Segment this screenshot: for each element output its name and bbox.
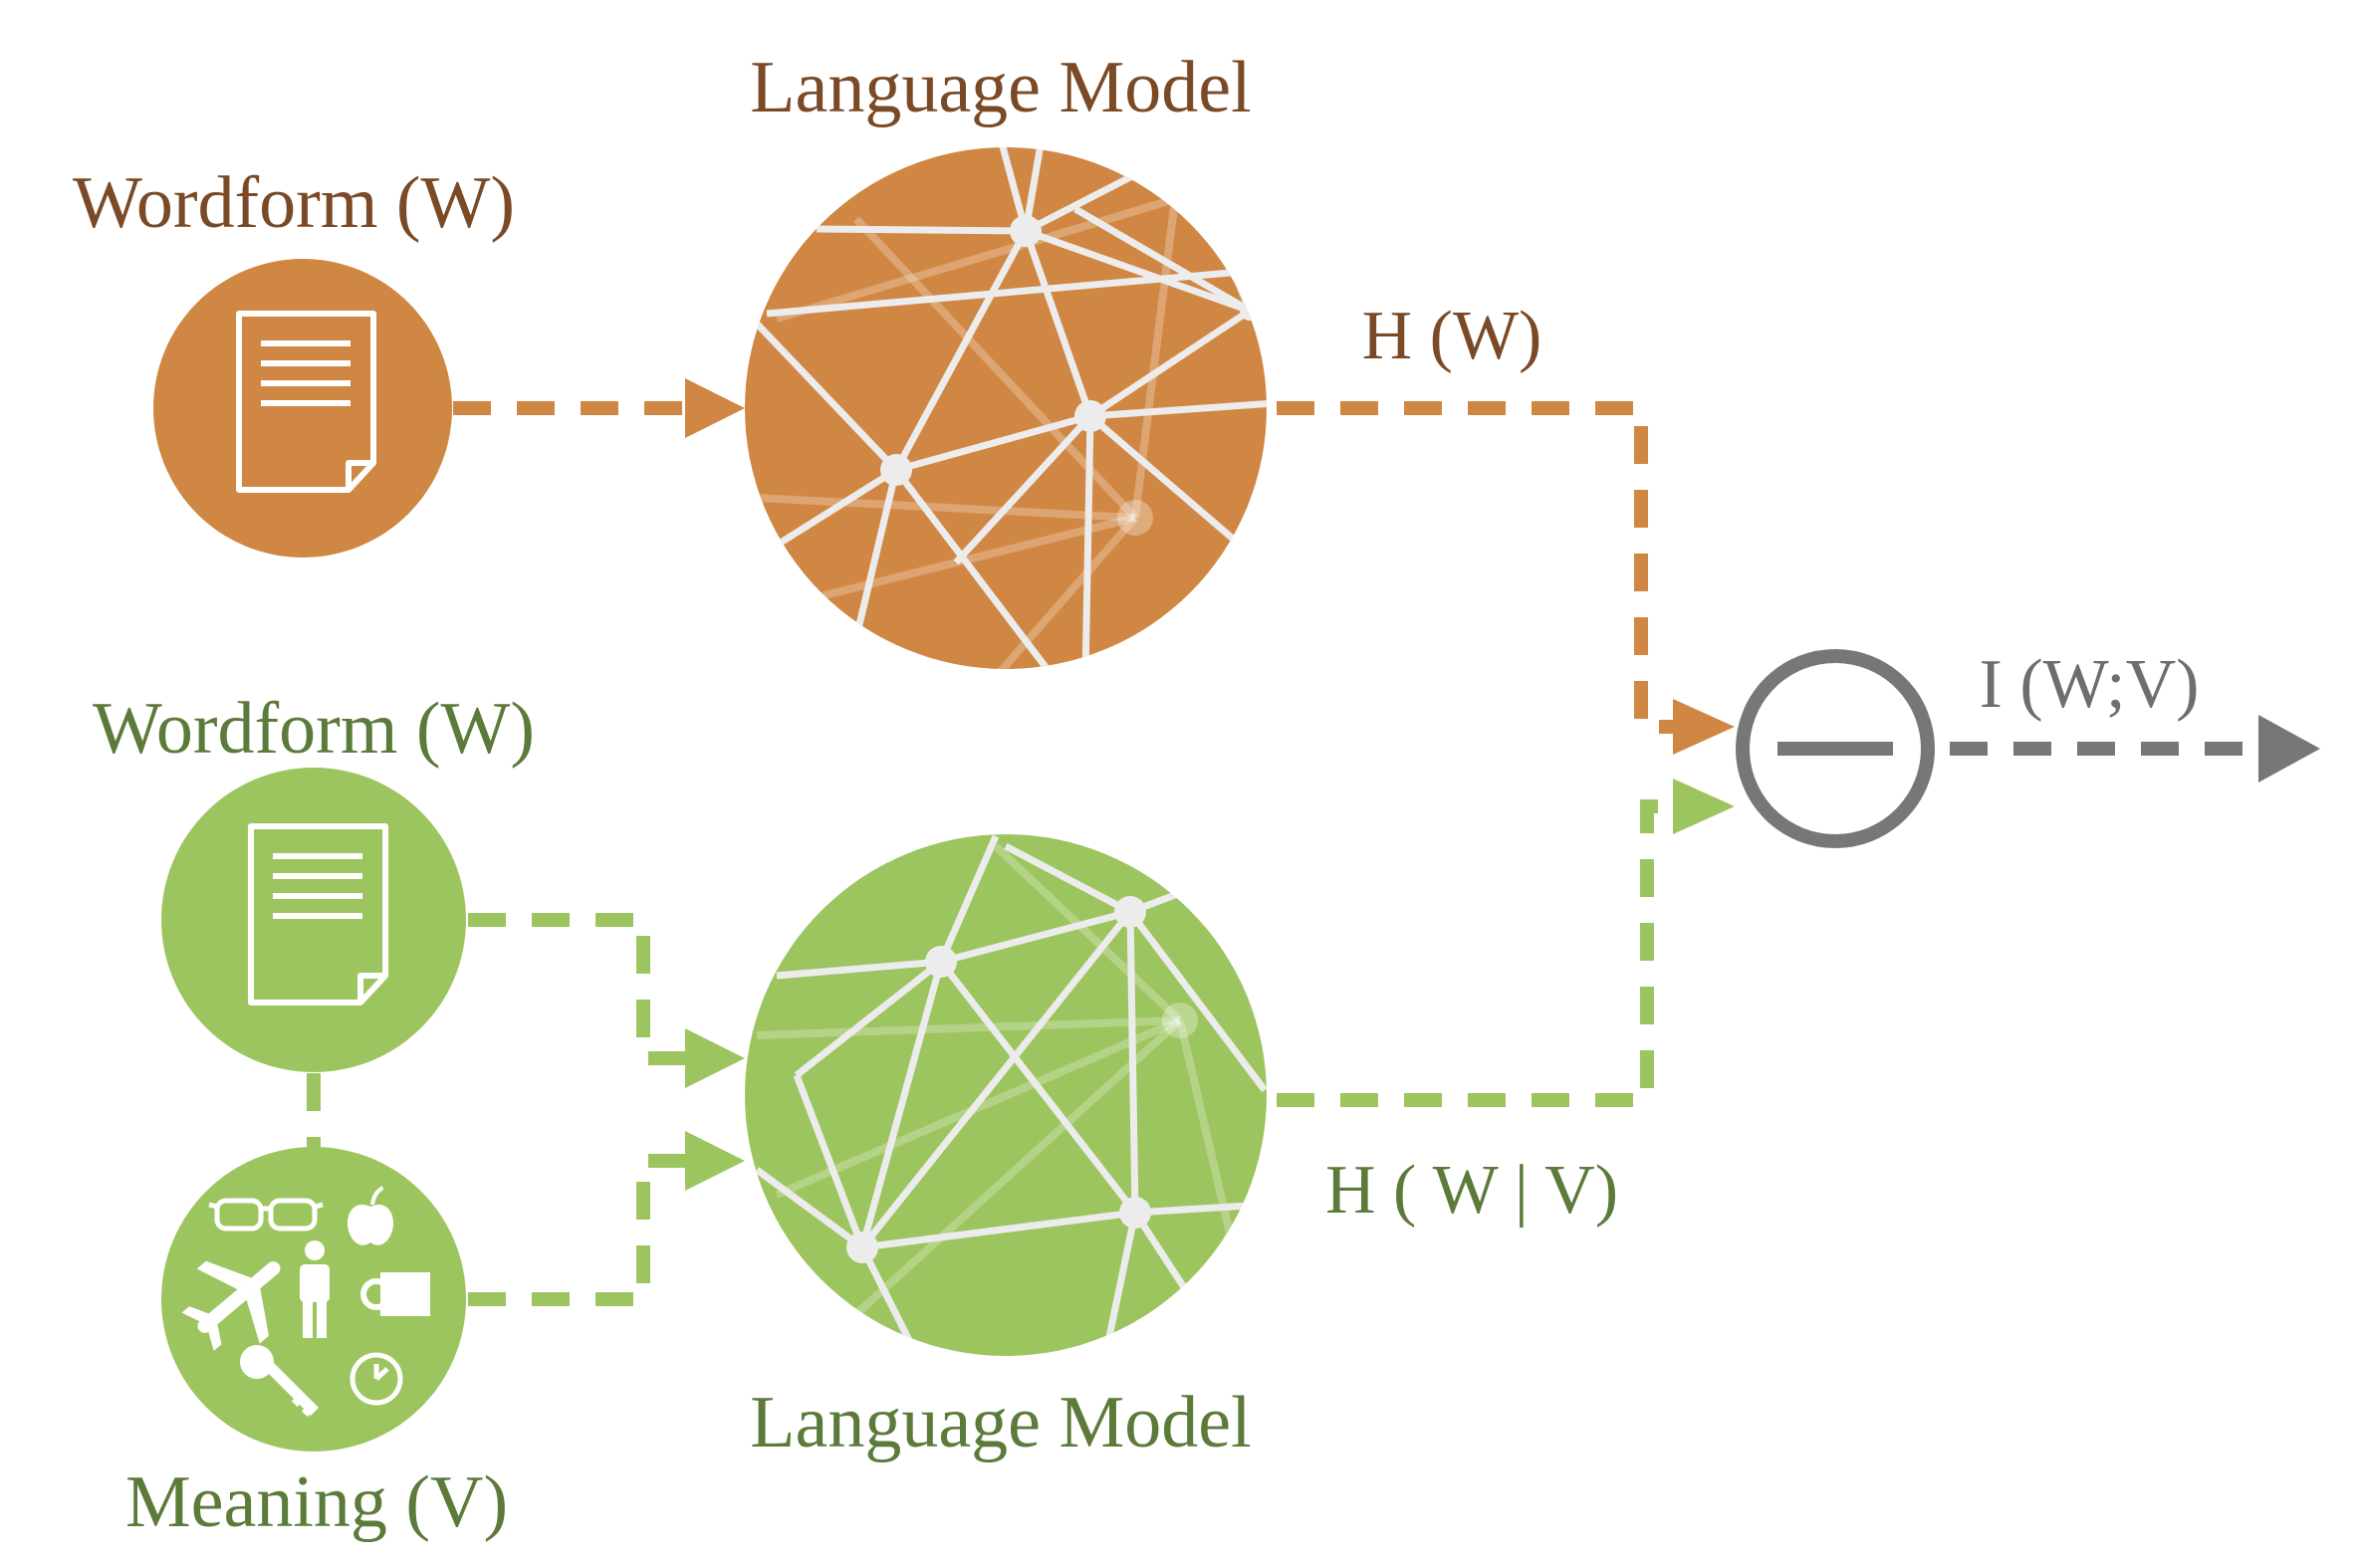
bottom-wordform-node — [161, 768, 466, 1072]
bottom-wordform-label: Wordform (W) — [93, 688, 535, 770]
document-icon — [236, 311, 376, 493]
airplane-icon — [181, 1260, 281, 1351]
bottom-language-model — [745, 834, 1267, 1356]
person-icon — [300, 1240, 330, 1338]
key-icon — [240, 1345, 319, 1418]
arrowhead-bottom-operator — [1673, 779, 1735, 834]
meaning-label: Meaning (V) — [125, 1461, 508, 1543]
h-w-label: H (W) — [1362, 298, 1542, 374]
apple-icon — [347, 1186, 394, 1245]
minus-icon — [1777, 742, 1893, 756]
top-wordform-node — [153, 259, 452, 558]
meaning-node — [161, 1147, 466, 1452]
arrowhead-top-model — [685, 378, 745, 438]
arrowhead-bottom-wordform — [685, 1028, 745, 1088]
h-w-given-v-label: H ( W | V) — [1325, 1152, 1618, 1229]
document-icon — [248, 823, 388, 1006]
arrowhead-output — [2258, 715, 2320, 783]
glasses-icon — [208, 1198, 324, 1232]
i-w-v-label: I (W;V) — [1980, 646, 2200, 723]
subtract-operator — [1736, 649, 1935, 848]
clock-icon — [350, 1352, 403, 1406]
mug-icon — [360, 1272, 430, 1316]
arrowhead-top-operator — [1673, 699, 1735, 755]
top-wordform-label: Wordform (W) — [73, 162, 515, 244]
top-language-model — [745, 147, 1267, 669]
arrowhead-bottom-meaning — [685, 1131, 745, 1191]
top-connectors — [453, 401, 1683, 734]
top-model-label: Language Model — [750, 47, 1251, 128]
bottom-model-label: Language Model — [750, 1382, 1251, 1463]
